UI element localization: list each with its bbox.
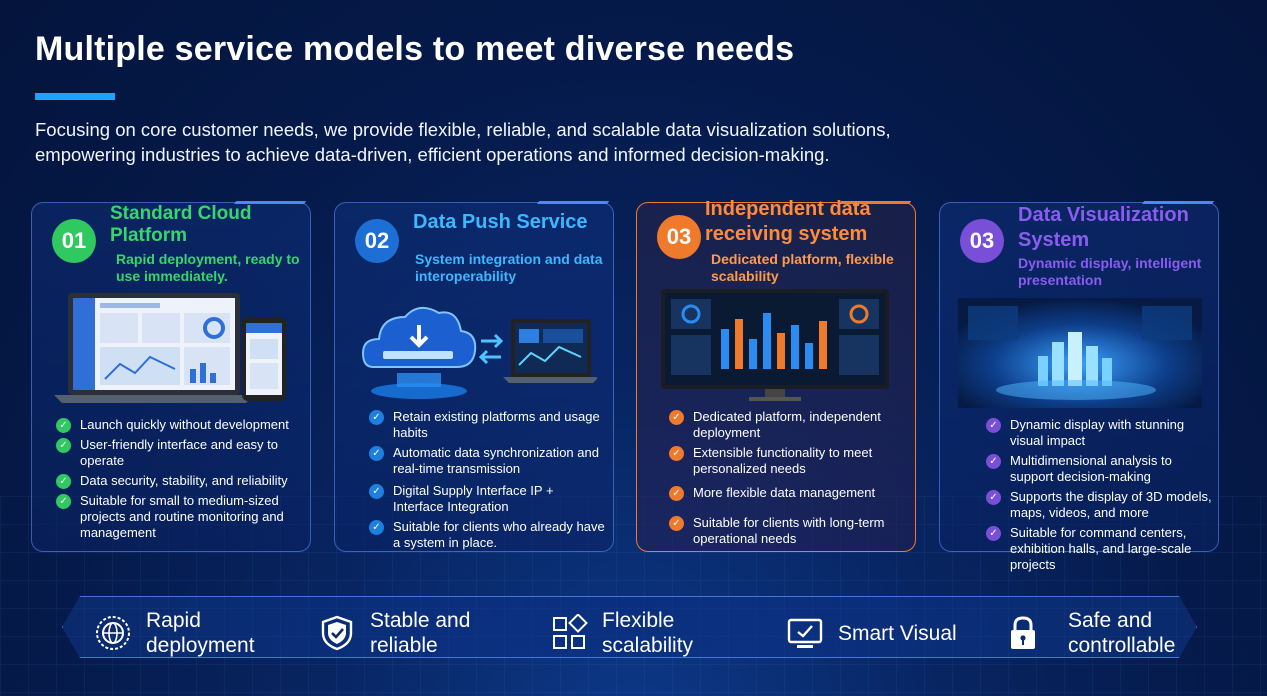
feature-list: ✓Dedicated platform, independent deploym…: [667, 409, 909, 551]
card-number-badge: 03: [960, 219, 1004, 263]
card-number-badge: 02: [355, 219, 399, 263]
features-bar: [62, 596, 1197, 658]
subtitle-line-1: Focusing on core customer needs, we prov…: [35, 119, 891, 140]
service-card-data-visualization: 03 Data Visualization System Dynamic dis…: [939, 201, 1219, 572]
service-card-data-push: 02 Data Push Service System integration …: [334, 201, 614, 555]
list-item: ✓Dynamic display with stunning visual im…: [984, 417, 1212, 449]
globe-icon: [94, 614, 132, 652]
check-icon: ✓: [986, 454, 1001, 469]
feature-stable-reliable: Stable and reliable: [318, 608, 470, 658]
title-underline: [35, 93, 115, 100]
feature-label: Flexible scalability: [602, 609, 694, 657]
list-item: ✓Supports the display of 3D models, maps…: [984, 489, 1212, 521]
feature-flexible-scalability: Flexible scalability: [550, 608, 693, 658]
list-item: ✓Extensible functionality to meet person…: [667, 445, 909, 477]
feature-list: ✓Retain existing platforms and usage hab…: [367, 409, 607, 555]
monitor-dashboard-illustration: [661, 289, 889, 401]
subtitle-line-2: empowering industries to achieve data-dr…: [35, 144, 830, 165]
card-number-badge: 03: [657, 215, 701, 259]
service-card-independent-receiving: 03 Independent data receiving system Ded…: [636, 198, 916, 552]
check-icon: ✓: [369, 520, 384, 535]
list-item: ✓Multidimensional analysis to support de…: [984, 453, 1212, 485]
card-subtitle: Rapid deployment, ready to use immediate…: [116, 251, 300, 284]
3d-visualization-illustration: [958, 298, 1202, 408]
cloud-push-illustration: [361, 306, 597, 399]
list-item: ✓More flexible data management: [667, 485, 909, 501]
list-item: ✓Retain existing platforms and usage hab…: [367, 409, 607, 441]
check-icon: ✓: [986, 526, 1001, 541]
feature-smart-visual: Smart Visual: [786, 614, 957, 652]
list-item: ✓User-friendly interface and easy to ope…: [54, 437, 304, 469]
feature-label: Smart Visual: [838, 621, 957, 645]
list-item: ✓Suitable for clients who already have a…: [367, 519, 607, 551]
check-icon: ✓: [669, 516, 684, 531]
check-icon: ✓: [56, 418, 71, 433]
check-icon: ✓: [986, 490, 1001, 505]
card-subtitle: Dynamic display, intelligent presentatio…: [1018, 255, 1202, 288]
check-icon: ✓: [369, 446, 384, 461]
check-icon: ✓: [369, 484, 384, 499]
grid-blocks-icon: [550, 614, 588, 652]
feature-list: ✓Dynamic display with stunning visual im…: [984, 417, 1212, 577]
laptop-phone-illustration: [54, 293, 286, 403]
card-subtitle: System integration and data interoperabi…: [415, 251, 603, 284]
check-icon: ✓: [669, 486, 684, 501]
page-title: Multiple service models to meet diverse …: [35, 30, 795, 68]
monitor-icon: [786, 614, 824, 652]
lock-icon: [1004, 614, 1042, 652]
card-title: Independent data receiving system: [705, 198, 871, 245]
list-item: ✓Suitable for command centers, exhibitio…: [984, 525, 1212, 573]
list-item: ✓Suitable for clients with long-term ope…: [667, 515, 909, 547]
card-number-badge: 01: [52, 219, 96, 263]
list-item: ✓Launch quickly without development: [54, 417, 304, 433]
feature-rapid-deployment: Rapid deployment: [94, 608, 255, 658]
feature-list: ✓Launch quickly without development ✓Use…: [54, 417, 304, 545]
check-icon: ✓: [56, 494, 71, 509]
page-subtitle: Focusing on core customer needs, we prov…: [35, 117, 1035, 167]
card-subtitle: Dedicated platform, flexible scalability: [711, 251, 894, 284]
list-item: ✓Automatic data synchronization and real…: [367, 445, 607, 477]
card-title: Data Push Service: [413, 211, 588, 233]
check-icon: ✓: [369, 410, 384, 425]
check-icon: ✓: [56, 474, 71, 489]
feature-label: Safe and controllable: [1068, 609, 1176, 657]
feature-safe-controllable: Safe and controllable: [1004, 608, 1175, 658]
card-title: Data Visualization System: [1018, 204, 1189, 251]
list-item: ✓Digital Supply Interface IP + Interface…: [367, 483, 607, 515]
shield-check-icon: [318, 614, 356, 652]
list-item: ✓Dedicated platform, independent deploym…: [667, 409, 909, 441]
feature-label: Stable and reliable: [370, 609, 471, 657]
check-icon: ✓: [669, 410, 684, 425]
check-icon: ✓: [669, 446, 684, 461]
list-item: ✓Data security, stability, and reliabili…: [54, 473, 304, 489]
service-card-standard-cloud: 01 Standard Cloud Platform Rapid deploym…: [31, 201, 311, 552]
card-title: Standard Cloud Platform: [110, 203, 252, 246]
feature-label: Rapid deployment: [146, 609, 255, 657]
check-icon: ✓: [56, 438, 71, 453]
list-item: ✓Suitable for small to medium-sized proj…: [54, 493, 304, 541]
check-icon: ✓: [986, 418, 1001, 433]
